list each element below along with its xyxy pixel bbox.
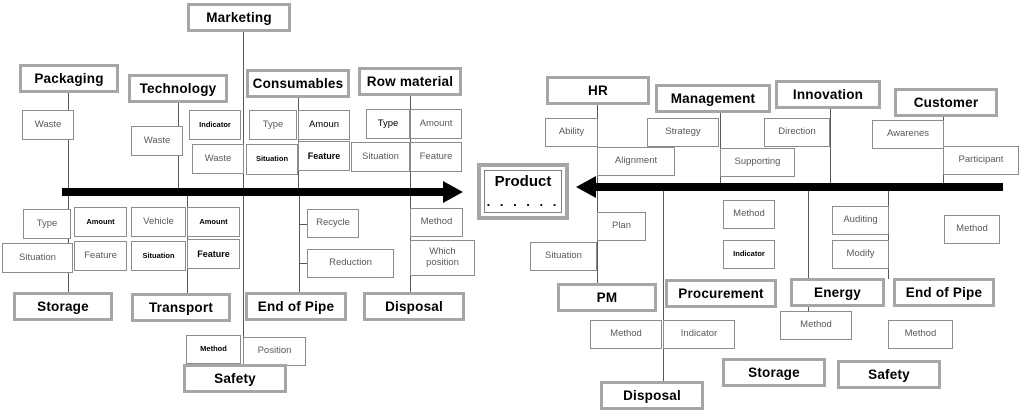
product-title: Product xyxy=(494,172,552,190)
sub-pm-situation[interactable]: Situation xyxy=(530,242,597,271)
spine-right xyxy=(594,183,1003,191)
sub-storage-left-type[interactable]: Type xyxy=(23,209,71,239)
sub-pm-plan[interactable]: Plan xyxy=(597,212,646,241)
product-dots: . . . . . . xyxy=(486,194,560,210)
connector-recycle xyxy=(299,224,308,225)
category-consumables[interactable]: Consumables xyxy=(246,69,350,98)
spine-left-arrowhead xyxy=(443,181,463,203)
category-transport[interactable]: Transport xyxy=(131,293,231,322)
bone-line-safety-left xyxy=(243,192,244,364)
sub-hr-alignment[interactable]: Alignment xyxy=(597,147,675,176)
category-disposal-right[interactable]: Disposal xyxy=(600,381,704,410)
sub-disposal-left-which-position[interactable]: Which position xyxy=(410,240,475,276)
category-end-of-pipe-left[interactable]: End of Pipe xyxy=(245,292,347,321)
category-energy[interactable]: Energy xyxy=(790,278,885,307)
sub-storage-left-feature[interactable]: Feature xyxy=(74,241,127,271)
sub-row-material-type[interactable]: Type xyxy=(366,109,410,139)
sub-storage-left-situation[interactable]: Situation xyxy=(2,243,73,273)
sub-row-material-amount[interactable]: Amount xyxy=(410,109,462,139)
sub-storage-left-amount[interactable]: Amount xyxy=(74,207,127,237)
sub-end-of-pipe-right-method[interactable]: Method xyxy=(944,215,1000,244)
sub-safety-right-method[interactable]: Method xyxy=(888,320,953,349)
sub-management-strategy[interactable]: Strategy xyxy=(647,118,719,147)
sub-transport-vehicle[interactable]: Vehicle xyxy=(131,207,186,237)
sub-energy-auditing[interactable]: Auditing xyxy=(832,206,889,235)
sub-consumables-feature[interactable]: Feature xyxy=(298,141,350,171)
category-storage-right[interactable]: Storage xyxy=(722,358,826,387)
sub-transport-amount[interactable]: Amount xyxy=(187,207,240,237)
sub-customer-participant[interactable]: Participant xyxy=(943,146,1019,175)
category-disposal-left[interactable]: Disposal xyxy=(363,292,465,321)
sub-transport-situation[interactable]: Situation xyxy=(131,241,186,271)
category-end-of-pipe-right[interactable]: End of Pipe xyxy=(893,278,995,307)
bone-line-innovation xyxy=(830,109,831,188)
spine-right-arrowhead xyxy=(576,176,596,198)
category-customer[interactable]: Customer xyxy=(894,88,998,117)
sub-row-material-feature[interactable]: Feature xyxy=(410,142,462,172)
sub-disposal-right-method[interactable]: Method xyxy=(590,320,662,349)
sub-transport-feature[interactable]: Feature xyxy=(187,239,240,269)
category-hr[interactable]: HR xyxy=(546,76,650,105)
category-row-material[interactable]: Row material xyxy=(358,67,462,96)
sub-procurement-indicator[interactable]: Indicator xyxy=(723,240,775,269)
sub-consumables-amount[interactable]: Amoun xyxy=(298,110,350,140)
sub-end-of-pipe-left-reduction[interactable]: Reduction xyxy=(307,249,394,278)
sub-packaging-waste[interactable]: Waste xyxy=(22,110,74,140)
sub-customer-awarenes[interactable]: Awarenes xyxy=(872,120,944,149)
sub-energy-modify[interactable]: Modify xyxy=(832,240,889,269)
category-safety-right[interactable]: Safety xyxy=(837,360,941,389)
sub-procurement-method[interactable]: Method xyxy=(723,200,775,229)
bone-line-packaging xyxy=(68,93,69,188)
sub-disposal-right-indicator[interactable]: Indicator xyxy=(663,320,735,349)
sub-consumables-situation[interactable]: Situation xyxy=(246,144,298,175)
category-procurement[interactable]: Procurement xyxy=(665,279,777,308)
category-storage-left[interactable]: Storage xyxy=(13,292,113,321)
category-packaging[interactable]: Packaging xyxy=(19,64,119,93)
sub-technology-waste[interactable]: Waste xyxy=(131,126,183,156)
sub-disposal-left-method[interactable]: Method xyxy=(410,208,463,237)
category-marketing[interactable]: Marketing xyxy=(187,3,291,32)
bone-line-procurement xyxy=(663,187,664,382)
sub-marketing-waste[interactable]: Waste xyxy=(192,144,244,174)
bone-line-energy xyxy=(808,187,809,315)
sub-management-supporting[interactable]: Supporting xyxy=(720,148,795,177)
category-innovation[interactable]: Innovation xyxy=(775,80,881,109)
sub-safety-left-position[interactable]: Position xyxy=(243,337,306,366)
category-management[interactable]: Management xyxy=(655,84,771,113)
product-effect-box: Product . . . . . . xyxy=(477,163,569,220)
sub-innovation-direction[interactable]: Direction xyxy=(764,118,830,147)
sub-marketing-indicator[interactable]: Indicator xyxy=(189,110,241,140)
category-technology[interactable]: Technology xyxy=(128,74,228,103)
sub-safety-left-method[interactable]: Method xyxy=(186,335,241,364)
sub-storage-right-method[interactable]: Method xyxy=(780,311,852,340)
spine-left xyxy=(62,188,450,196)
sub-hr-ability[interactable]: Ability xyxy=(545,118,598,147)
bone-line-storage-left xyxy=(68,192,69,292)
category-pm[interactable]: PM xyxy=(557,283,657,312)
bone-line-marketing xyxy=(243,32,244,188)
sub-row-material-situation[interactable]: Situation xyxy=(351,142,410,172)
bone-line-end-of-pipe-left xyxy=(299,192,300,292)
category-safety-left[interactable]: Safety xyxy=(183,364,287,393)
sub-consumables-type[interactable]: Type xyxy=(249,110,297,140)
connector-reduction xyxy=(299,263,308,264)
sub-end-of-pipe-left-recycle[interactable]: Recycle xyxy=(307,209,359,238)
